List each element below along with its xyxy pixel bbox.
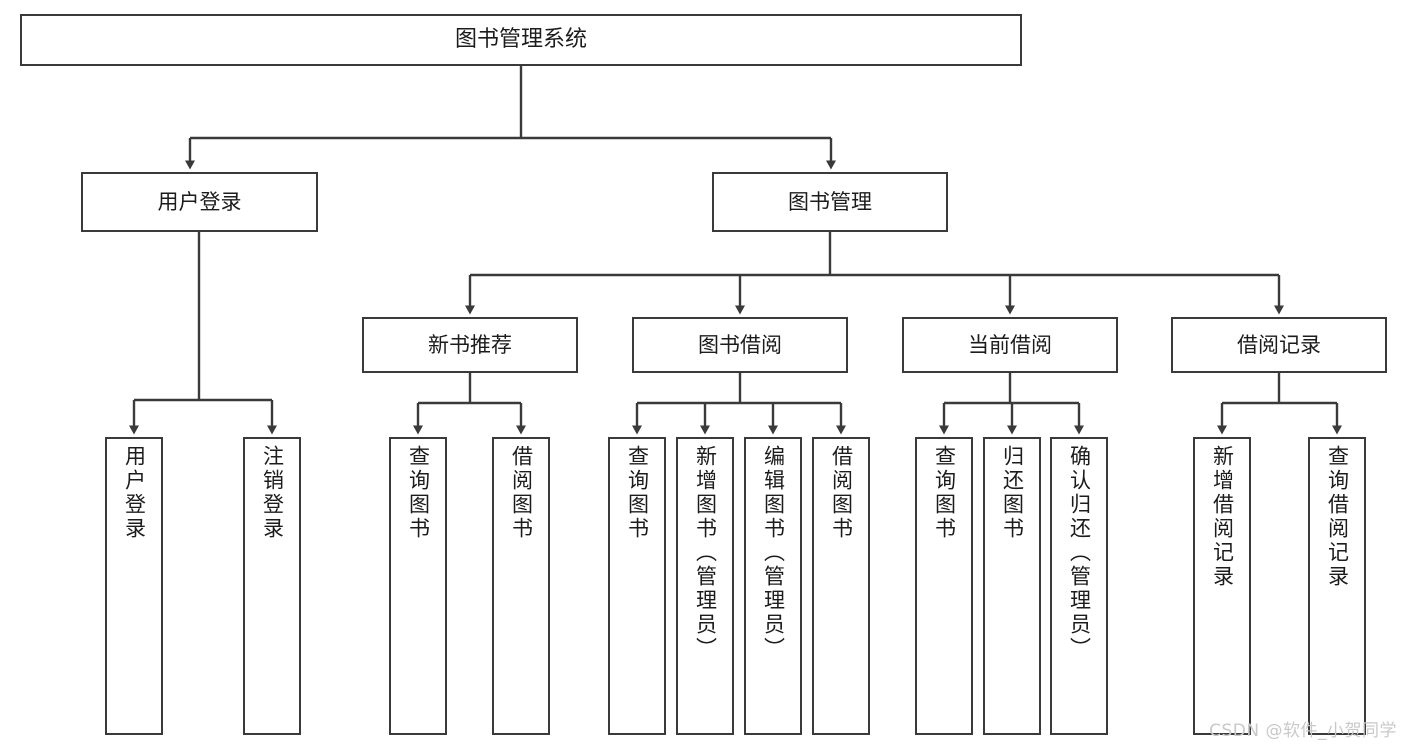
node-label: 用户登录: [157, 189, 242, 214]
node-label: 图书借阅: [698, 332, 782, 357]
leaf-borrow-add-book-admin[interactable]: 新增图书（管理员）: [676, 437, 734, 735]
node-label: 当前借阅: [968, 332, 1052, 357]
node-label: 编辑图书（管理员）: [761, 445, 786, 661]
node-label: 新增借阅记录: [1210, 445, 1235, 589]
node-label: 借阅图书: [509, 445, 534, 541]
node-label: 借阅图书: [829, 445, 854, 541]
node-label: 新增图书（管理员）: [693, 445, 718, 661]
leaf-current-query-book[interactable]: 查询图书: [915, 437, 973, 735]
node-label: 用户登录: [122, 445, 147, 541]
node-label: 图书管理系统: [454, 27, 587, 53]
node-current-borrow[interactable]: 当前借阅: [902, 317, 1118, 373]
leaf-user-login-signout[interactable]: 注销登录: [243, 437, 301, 735]
node-label: 注销登录: [260, 445, 285, 541]
node-label: 查询借阅记录: [1325, 445, 1350, 589]
node-label: 归还图书: [1000, 445, 1025, 541]
leaf-current-return-book[interactable]: 归还图书: [983, 437, 1041, 735]
csdn-watermark: CSDN @软件_小贺同学: [1209, 721, 1397, 741]
leaf-record-add-record[interactable]: 新增借阅记录: [1193, 437, 1251, 735]
node-borrow-record[interactable]: 借阅记录: [1171, 317, 1387, 373]
node-label: 新书推荐: [428, 332, 512, 357]
leaf-user-login-signin[interactable]: 用户登录: [105, 437, 163, 735]
node-label: 查询图书: [625, 445, 650, 541]
leaf-current-confirm-return-admin[interactable]: 确认归还（管理员）: [1050, 437, 1108, 735]
leaf-borrow-edit-book-admin[interactable]: 编辑图书（管理员）: [744, 437, 802, 735]
node-label: 查询图书: [406, 445, 431, 541]
leaf-borrow-query-book[interactable]: 查询图书: [608, 437, 666, 735]
leaf-record-query-record[interactable]: 查询借阅记录: [1308, 437, 1366, 735]
node-user-login[interactable]: 用户登录: [81, 172, 318, 232]
node-label: 确认归还（管理员）: [1067, 445, 1092, 661]
leaf-borrow-borrow-book[interactable]: 借阅图书: [812, 437, 870, 735]
node-book-borrow[interactable]: 图书借阅: [632, 317, 848, 373]
leaf-recommend-query-book[interactable]: 查询图书: [389, 437, 447, 735]
node-label: 借阅记录: [1237, 332, 1321, 357]
node-root-system[interactable]: 图书管理系统: [20, 14, 1022, 66]
node-label: 图书管理: [788, 189, 872, 214]
node-book-management[interactable]: 图书管理: [712, 172, 948, 232]
leaf-recommend-borrow-book[interactable]: 借阅图书: [492, 437, 550, 735]
node-new-book-recommend[interactable]: 新书推荐: [362, 317, 578, 373]
node-label: 查询图书: [932, 445, 957, 541]
